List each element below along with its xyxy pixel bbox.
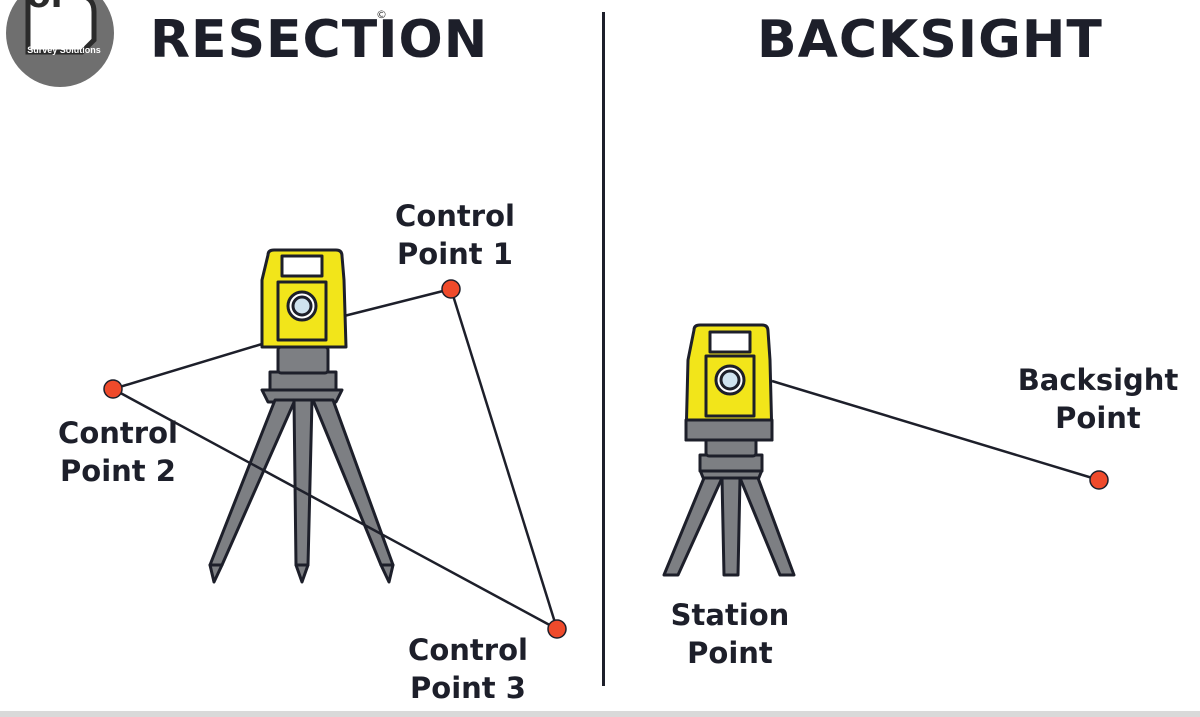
station-point-line-1: Station <box>670 598 790 632</box>
control-point-1-line-1: Control <box>395 199 515 233</box>
resection-sight-lines <box>112 287 559 631</box>
backsight-point-label: Backsight Point <box>1012 361 1184 437</box>
control-point-2-line-2: Point 2 <box>60 454 176 488</box>
backsight-point-line-1: Backsight <box>1017 363 1179 397</box>
control-point-1-marker <box>441 279 461 299</box>
backsight-point-marker <box>1089 470 1109 490</box>
resection-title: RESECTION <box>150 10 489 70</box>
control-point-2-marker <box>103 379 123 399</box>
survey-point-icon <box>1089 470 1109 490</box>
control-point-3-line-2: Point 3 <box>410 671 526 705</box>
station-point-label: Station Point <box>660 596 800 672</box>
logo-name: Survey Solutions <box>27 45 101 55</box>
control-point-1-line-2: Point 1 <box>397 237 513 271</box>
control-point-2-line-1: Control <box>58 416 178 450</box>
control-point-1-label: Control Point 1 <box>385 197 525 273</box>
tripod-icon <box>208 388 395 584</box>
total-station-icon <box>260 248 348 392</box>
panel-divider <box>602 12 605 686</box>
station-point-line-2: Point <box>687 636 773 670</box>
control-point-2-label: Control Point 2 <box>48 414 188 490</box>
bottom-border <box>0 711 1200 717</box>
total-station-icon <box>684 323 774 473</box>
control-point-3-label: Control Point 3 <box>398 631 538 707</box>
cr-logo-icon: cr Survey Solutions <box>2 0 118 88</box>
logo-monogram: cr <box>26 0 68 18</box>
backsight-sight-line <box>771 379 1100 482</box>
tripod-icon <box>662 468 796 577</box>
backsight-point-line-2: Point <box>1055 401 1141 435</box>
copyright-mark: © <box>376 8 387 21</box>
survey-point-icon <box>103 279 567 639</box>
control-point-3-line-1: Control <box>408 633 528 667</box>
backsight-title: BACKSIGHT <box>757 10 1103 70</box>
control-point-3-marker <box>547 619 567 639</box>
